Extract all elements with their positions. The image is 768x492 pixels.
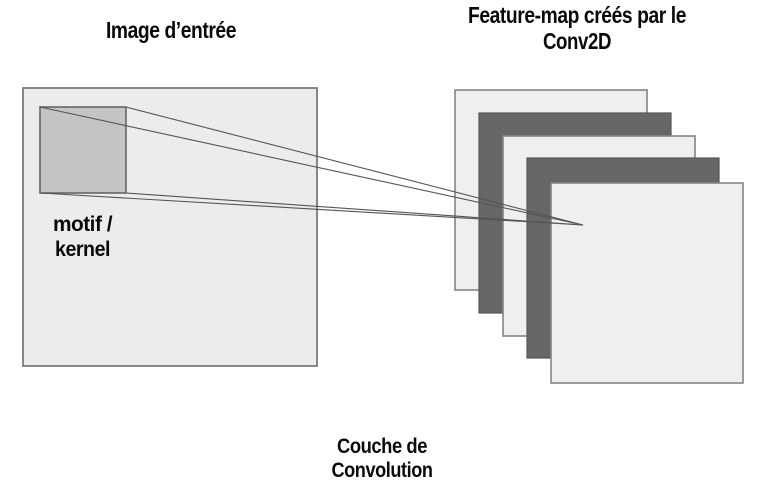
layer-caption-line1: Couche de bbox=[337, 435, 427, 458]
projection-line-top-left bbox=[39, 106, 584, 226]
input-image-title: Image d’entrée bbox=[106, 17, 236, 43]
projection-line-bottom-right bbox=[125, 192, 584, 226]
kernel-window bbox=[39, 106, 127, 194]
feature-map-5 bbox=[550, 182, 744, 384]
feature-map-title-line2: Conv2D bbox=[543, 28, 611, 54]
feature-map-title-line1: Feature-map créés par le bbox=[468, 2, 686, 28]
projection-line-top-right bbox=[125, 106, 584, 226]
layer-caption-line2: Convolution bbox=[332, 459, 433, 482]
kernel-label-line1: motif / bbox=[53, 213, 113, 236]
projection-line-bottom-left bbox=[39, 192, 584, 226]
kernel-label-line2: kernel bbox=[55, 238, 110, 261]
